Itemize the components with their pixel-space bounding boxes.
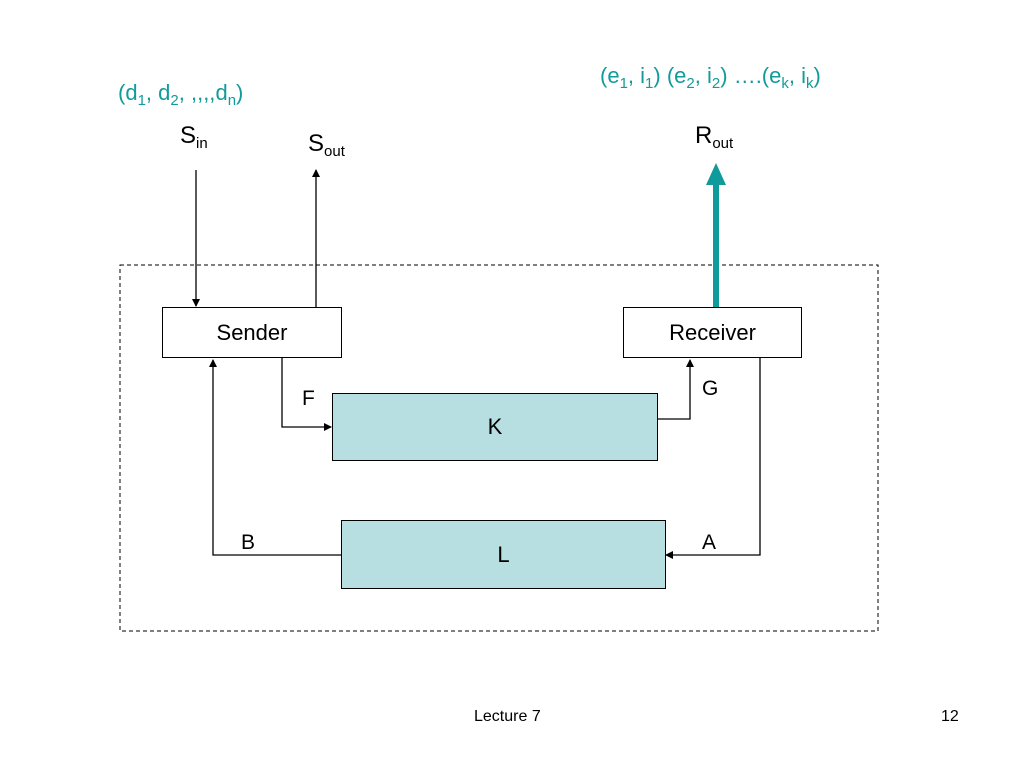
receiver-box: Receiver	[623, 307, 802, 358]
system-boundary	[119, 264, 879, 632]
port-s-in-label: Sin	[180, 122, 208, 152]
port-r-out-label: Rout	[695, 122, 734, 152]
wire-f-label: F	[302, 387, 315, 410]
wire-b-label: B	[241, 531, 256, 554]
wire-a-label: A	[702, 531, 717, 554]
wire-g-label: G	[702, 377, 719, 400]
port-s-out-label: Sout	[308, 130, 345, 160]
sender-box: Sender	[162, 307, 342, 358]
footer-page-number: 12	[941, 708, 959, 725]
receiver-label: Receiver	[669, 319, 756, 345]
r-out-arrow-head	[706, 163, 726, 185]
wire-g	[658, 359, 694, 420]
footer-lecture: Lecture 7	[474, 708, 541, 725]
sender-label: Sender	[216, 319, 288, 345]
channel-l-label: L	[497, 541, 510, 567]
wire-a	[665, 357, 761, 559]
channel-k-label: K	[487, 414, 503, 439]
channel-k-box: K	[332, 393, 658, 461]
input-sequence: (d1, d2, ,,,,dn)	[118, 80, 244, 109]
wire-b	[209, 359, 341, 556]
wire-f	[281, 357, 332, 431]
output-sequence: (e1, i1) (e2, i2) ….(ek, ik)	[600, 63, 821, 92]
channel-l-box: L	[341, 520, 666, 589]
